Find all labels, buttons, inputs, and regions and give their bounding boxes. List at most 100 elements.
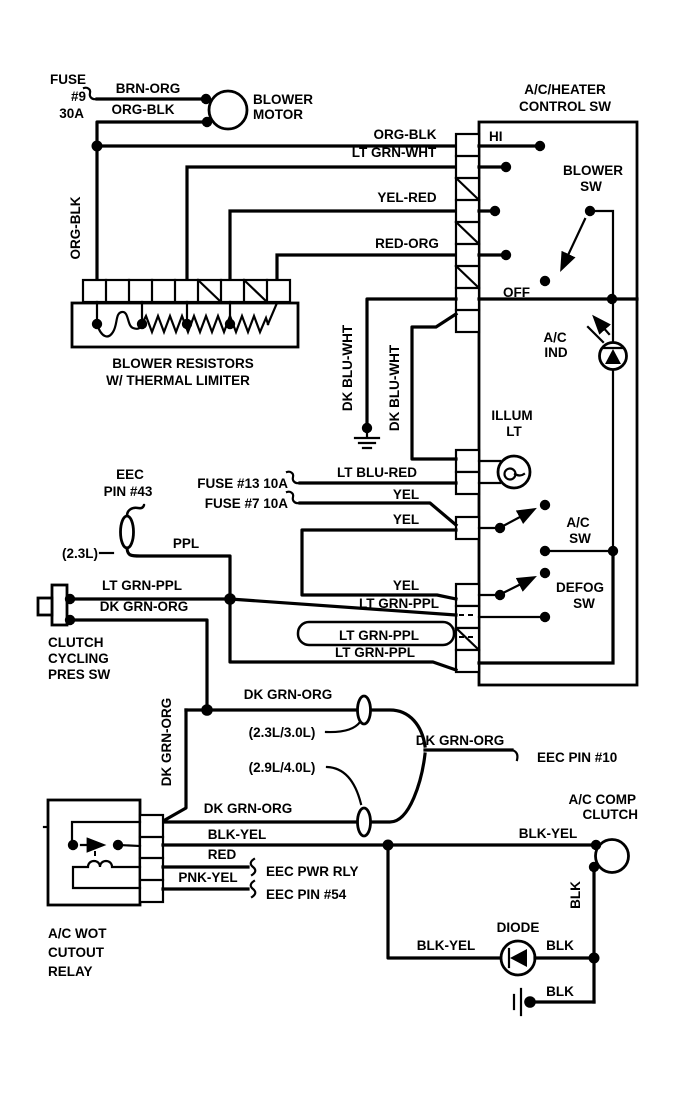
diode-label: DIODE	[497, 920, 540, 935]
junction-dot	[588, 952, 600, 964]
wire-label-lt-blu-red: LT BLU-RED	[337, 465, 417, 480]
fuse7-curl-icon	[285, 490, 302, 505]
relay-contact-out	[116, 843, 142, 848]
resistor-stubs	[95, 300, 279, 326]
pnk-yel-brace-icon	[249, 879, 257, 899]
junction-dot	[91, 318, 103, 330]
relay-contact-dot	[67, 839, 79, 851]
wire-dk-grn-org-clutch	[68, 618, 209, 712]
eec-pwr-rly-label: EEC PWR RLY	[266, 864, 359, 879]
wire-lt-grn-wht	[185, 165, 458, 282]
switch-contact-dot	[500, 161, 512, 173]
wire-label-lt-grn-wht: LT GRN-WHT	[352, 145, 437, 160]
fuse9-label-1: FUSE	[50, 72, 86, 87]
switch-contact-dot	[494, 589, 506, 601]
wire-label-blk-yel-3: BLK-YEL	[417, 938, 476, 953]
wire-loop-top-right	[370, 708, 427, 748]
ground-icon	[512, 987, 523, 1017]
connector-cell-dividers	[454, 154, 481, 312]
resistor-element-icon	[140, 312, 270, 336]
control-sw-title-2: CONTROL SW	[519, 99, 611, 114]
defog-connector-cell	[454, 604, 481, 630]
ground-dot	[524, 996, 536, 1008]
fuse-7-circuit: FUSE #7 10A YEL YEL YEL	[205, 487, 459, 601]
wire-label-yel-3: YEL	[393, 578, 419, 593]
switch-contact-dot	[500, 249, 512, 261]
wire-label-yel-red: YEL-RED	[377, 190, 437, 205]
off-contact-dot	[539, 275, 551, 287]
ac-indicator: A/C IND	[543, 299, 628, 553]
connector-slash-icon	[196, 278, 269, 304]
hi-label: HI	[489, 129, 503, 144]
ac-wot-cutout-relay: A/C WOT CUTOUT RELAY	[42, 798, 165, 979]
wire-label-org-blk-vertical: ORG-BLK	[68, 196, 83, 259]
clutch-sw-body	[50, 583, 69, 627]
dk-grn-org-network: DK GRN-ORG DK GRN-ORG DK GRN-ORG (2.3L/3…	[68, 599, 617, 838]
blower-sw-label-2: SW	[580, 179, 602, 194]
eec-pin10-label: EEC PIN #10	[537, 750, 617, 765]
eec-pin43-connector-icon	[119, 514, 135, 550]
wire-org-blk-motor	[95, 120, 209, 282]
blower-resistors-label-1: BLOWER RESISTORS	[112, 356, 254, 371]
wire-label-yel-1: YEL	[393, 487, 419, 502]
ac-sw-label-1: A/C	[566, 515, 590, 530]
ac-sw-connector-cell	[454, 515, 481, 541]
wire-label-ppl: PPL	[173, 536, 199, 551]
lt-grn-ppl-wires: LT GRN-PPL LT GRN-PPL LT GRN-PPL LT GRN-…	[68, 578, 459, 673]
junction-dot	[136, 318, 148, 330]
off-label: OFF	[503, 285, 530, 300]
ground-icon	[353, 428, 381, 450]
wire-lt-grn-ppl-capsule	[296, 620, 456, 647]
led-emission-arrows-icon	[588, 318, 609, 344]
wire-label-dk-grn-org-4: DK GRN-ORG	[416, 733, 505, 748]
connector-cell-dividers	[104, 278, 269, 304]
wire-label-red-org: RED-ORG	[375, 236, 439, 251]
wire-label-brn-org: BRN-ORG	[116, 81, 181, 96]
inline-connector-icon	[356, 806, 372, 838]
connector-cell-dividers	[138, 835, 165, 882]
ac-ind-label-2: IND	[544, 345, 568, 360]
illum-label-1: ILLUM	[491, 408, 532, 423]
blower-motor: BRN-ORG ORG-BLK BLOWER MOTOR	[95, 81, 313, 282]
wire-label-blk-vertical: BLK	[568, 881, 583, 909]
ground-dot	[361, 422, 373, 434]
diode-triangle-icon	[510, 949, 527, 967]
wire-label-dk-blu-wht-1: DK BLU-WHT	[340, 324, 355, 411]
wire-label-blk-yel-1: BLK-YEL	[208, 827, 267, 842]
fuse9-label-3: 30A	[59, 106, 84, 121]
connector-slash-icon	[454, 176, 481, 290]
diode-circuit: BLK-YEL DIODE BLK	[386, 843, 600, 977]
wire-label-org-blk-switch: ORG-BLK	[374, 127, 437, 142]
ac-comp-clutch-label-1: A/C COMP	[569, 792, 637, 807]
fuse13-label: FUSE #13 10A	[197, 476, 288, 491]
clutch-sw-tab	[36, 596, 54, 617]
wot-relay-label-3: RELAY	[48, 964, 93, 979]
thermal-limiter-icon	[95, 310, 144, 338]
illum-connector-cell	[454, 448, 481, 474]
fuse7-label: FUSE #7 10A	[205, 496, 289, 511]
led-triangle-icon	[605, 349, 621, 364]
junction-dot	[200, 93, 212, 105]
clutch-sw-label-3: PRES SW	[48, 667, 111, 682]
blower-sw-pivot-wire	[588, 209, 615, 301]
wire-loop-left-side	[162, 708, 188, 823]
wire-label-lt-grn-ppl-3: LT GRN-PPL	[339, 628, 419, 643]
eec-pin54-label: EEC PIN #54	[266, 887, 347, 902]
engine-2330-label: (2.3L/3.0L)	[249, 725, 316, 740]
eec-pin43-label-2: PIN #43	[104, 484, 153, 499]
blower-resistors: BLOWER RESISTORS W/ THERMAL LIMITER	[70, 278, 300, 388]
wire-label-blk-1: BLK	[546, 938, 574, 953]
wire-label-lt-grn-ppl-2: LT GRN-PPL	[359, 596, 439, 611]
wire-label-dk-grn-org-3: DK GRN-ORG	[204, 801, 293, 816]
control-sw-box	[477, 120, 639, 687]
defog-switch: DEFOG SW	[454, 549, 615, 674]
relay-coil-icon	[71, 859, 142, 890]
wire-loop-bottom-right	[370, 752, 427, 824]
fuse-9: FUSE #9 30A	[50, 72, 99, 121]
engine-2940-label: (2.9L/4.0L)	[249, 760, 316, 775]
fuse13-curl-icon	[285, 470, 302, 485]
illum-connector-cell	[454, 470, 481, 496]
switch-contact-dot	[539, 567, 551, 579]
wire-label-lt-grn-ppl-1: LT GRN-PPL	[102, 578, 182, 593]
